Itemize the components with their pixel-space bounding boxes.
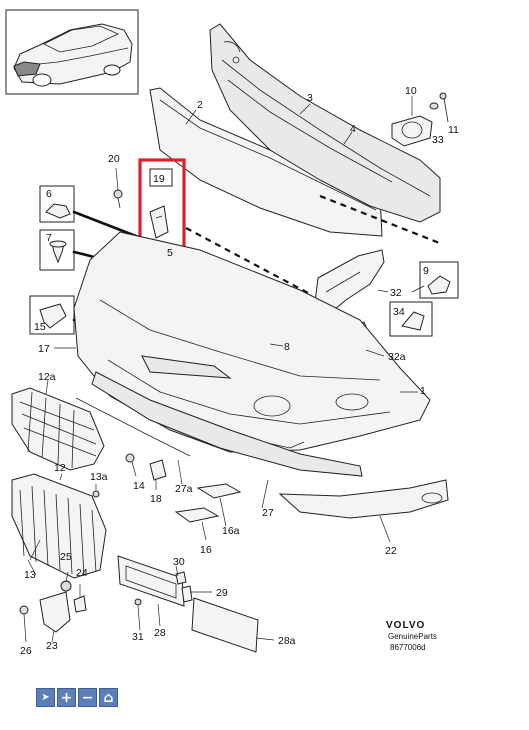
label-27: 27 (262, 507, 274, 519)
label-1: 1 (420, 385, 426, 397)
label-33: 33 (432, 134, 444, 146)
zoom-out-glyph: − (81, 689, 94, 706)
part-screw-14 (125, 453, 135, 463)
label-31: 31 (132, 631, 144, 643)
label-3: 3 (307, 92, 313, 104)
part-screw-25 (60, 580, 72, 592)
label-29: 29 (216, 587, 228, 599)
label-22: 22 (385, 545, 397, 557)
label-15: 15 (34, 321, 46, 333)
zoom-toolbar: ➤ + − ⌂ (36, 688, 118, 707)
part-labels: 2 3 4 5 6 7 8 9 10 11 33 19 20 15 17 12a… (20, 85, 459, 657)
part-screw-13a (92, 490, 100, 498)
label-30: 30 (173, 556, 185, 568)
part-clip-30 (175, 571, 187, 585)
part-clip-15 (29, 295, 75, 335)
part-screw-20 (113, 189, 123, 209)
label-25: 25 (60, 551, 72, 563)
label-12: 12 (54, 462, 66, 474)
part-lower-spoiler-22 (278, 479, 449, 519)
part-screw-11 (439, 92, 449, 123)
parts-diagram: 2 3 4 5 6 7 8 9 10 11 33 19 20 15 17 12a… (5, 9, 459, 657)
part-bumper-cover (73, 231, 431, 453)
part-bracket-23 (39, 591, 71, 633)
label-8: 8 (284, 341, 290, 353)
part-clip-18 (149, 459, 167, 481)
label-4: 4 (350, 123, 356, 135)
label-26: 26 (20, 645, 32, 657)
car-thumbnail (5, 9, 139, 95)
part-clip-6 (39, 185, 75, 223)
label-32: 32 (390, 287, 402, 299)
label-20: 20 (108, 153, 120, 165)
part-spoiler-27 (91, 371, 363, 477)
brand-sub: GenuineParts (388, 632, 437, 641)
label-16a: 16a (222, 525, 240, 537)
part-washer-33 (429, 102, 439, 110)
part-clip-24 (73, 595, 87, 613)
zoom-in-icon[interactable]: + (57, 688, 76, 707)
label-5: 5 (167, 247, 173, 259)
label-28: 28 (154, 627, 166, 639)
label-10: 10 (405, 85, 417, 97)
part-strip-27a (75, 397, 191, 457)
label-6: 6 (46, 188, 52, 200)
part-fog-light (391, 115, 433, 147)
label-11: 11 (448, 124, 459, 136)
label-23: 23 (46, 640, 58, 652)
guide-dash-left (185, 227, 311, 295)
label-13: 13 (24, 569, 36, 581)
label-14: 14 (133, 480, 145, 492)
label-9: 9 (423, 265, 429, 277)
part-grille-12 (11, 473, 107, 579)
home-glyph: ⌂ (103, 689, 114, 706)
label-13a: 13a (90, 471, 108, 483)
part-screw-26 (19, 605, 29, 615)
pointer-icon[interactable]: ➤ (36, 688, 55, 707)
label-34: 34 (393, 306, 405, 318)
part-reinforcement-beam (209, 23, 441, 223)
brand-name: VOLVO (386, 620, 425, 631)
part-clip-29 (181, 585, 193, 603)
part-plate-holder-28 (117, 555, 185, 607)
part-license-plate-28a (191, 597, 259, 653)
home-icon[interactable]: ⌂ (99, 688, 118, 707)
label-27a: 27a (175, 483, 193, 495)
part-fog-cover-16a (196, 483, 242, 499)
label-16: 16 (200, 544, 212, 556)
diagram-code: 8677006d (390, 643, 426, 652)
part-screw-31 (134, 598, 142, 606)
label-17: 17 (38, 343, 50, 355)
label-32a: 32a (388, 351, 406, 363)
part-impact-absorber (149, 87, 383, 237)
label-12a: 12a (38, 371, 56, 383)
zoom-in-glyph: + (60, 689, 73, 706)
zoom-out-icon[interactable]: − (78, 688, 97, 707)
label-7: 7 (46, 232, 52, 244)
part-fog-cover-16 (174, 507, 220, 523)
part-clip-9 (419, 261, 459, 299)
leader-lines (23, 96, 425, 643)
part-grille-12a (11, 387, 105, 471)
label-18: 18 (150, 493, 162, 505)
label-19: 19 (153, 173, 165, 185)
part-clip-34 (389, 301, 433, 337)
volvo-logo: VOLVO GenuineParts 8677006d (386, 620, 437, 652)
pointer-glyph: ➤ (41, 691, 50, 703)
label-24: 24 (76, 567, 88, 579)
part-clip-7 (39, 229, 75, 271)
label-2: 2 (197, 99, 203, 111)
label-28a: 28a (278, 635, 296, 647)
